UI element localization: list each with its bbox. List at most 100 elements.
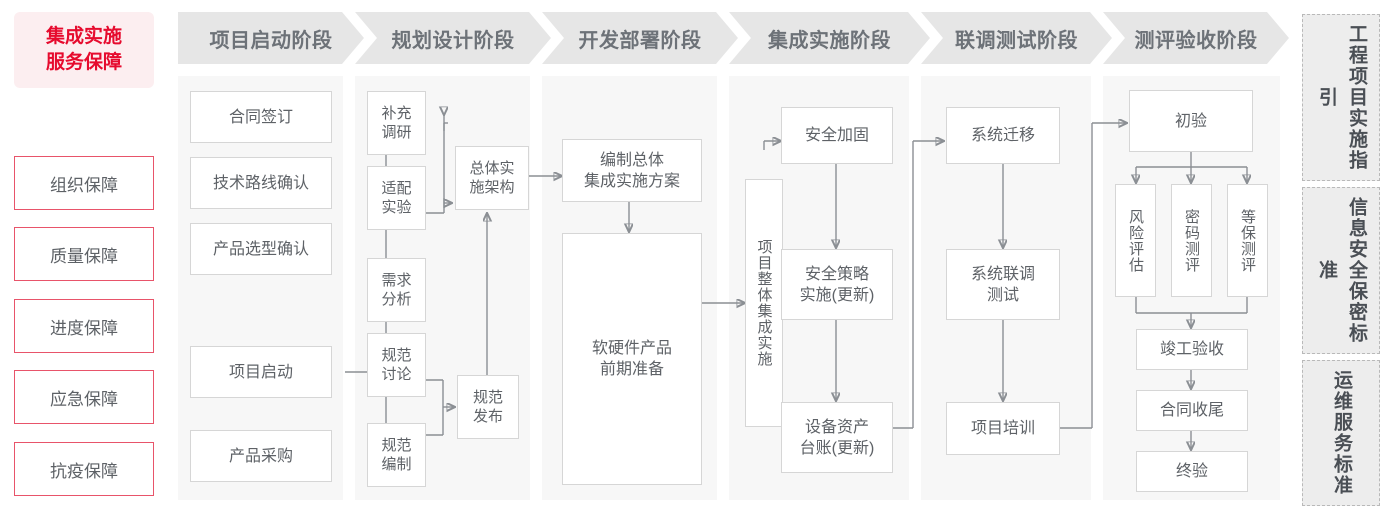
node-label: 合同签订 [228, 108, 293, 126]
guarantee-item-schedule[interactable]: 进度保障 [14, 299, 154, 353]
node-label: 项目启动 [228, 363, 293, 381]
phase-header-label: 开发部署阶段 [578, 29, 702, 52]
node-preliminary-acceptance[interactable]: 初验 [1129, 90, 1253, 152]
phase-header-label: 项目启动阶段 [209, 29, 333, 52]
node-label: 系统迁移 [970, 127, 1035, 144]
node-label: 安全加固 [804, 127, 869, 144]
node-system-migration[interactable]: 系统迁移 [946, 107, 1060, 164]
node-label: 技术路线确认 [212, 174, 309, 192]
node-label: 项目培训 [970, 420, 1035, 437]
node-label-line1: 编制总体 [599, 151, 664, 169]
standard-label: 工程项目实施指引 [1316, 24, 1367, 171]
node-product-selection-confirm[interactable]: 产品选型确认 [190, 223, 332, 275]
node-mlps-evaluation[interactable]: 等保测评 [1227, 184, 1268, 297]
phase-header-label: 联调测试阶段 [955, 29, 1078, 52]
node-overall-implementation-architecture[interactable]: 总体实 施架构 [455, 146, 529, 210]
node-label-line2: 讨论 [381, 366, 412, 383]
node-security-policy-implementation[interactable]: 安全策略 实施(更新) [781, 249, 893, 320]
node-label-line1: 补充 [381, 105, 412, 122]
node-label-line1: 规范 [381, 437, 412, 454]
node-label: 产品采购 [228, 447, 293, 465]
standard-label: 运维服务标准 [1331, 370, 1352, 496]
standard-card-infosec-confidentiality[interactable]: 信息安全保密标准 [1302, 187, 1380, 354]
node-supplementary-research[interactable]: 补充 调研 [367, 91, 426, 155]
node-completion-acceptance[interactable]: 竣工验收 [1136, 329, 1248, 370]
phase-header-label: 规划设计阶段 [391, 29, 515, 52]
phase-header-integration[interactable]: 集成实施阶段 [729, 12, 930, 64]
guarantee-item-label: 抗疫保障 [50, 461, 118, 481]
phase-header-acceptance[interactable]: 测评验收阶段 [1103, 12, 1289, 64]
node-label-line1: 需求 [381, 272, 412, 289]
guarantee-item-epidemic[interactable]: 抗疫保障 [14, 442, 154, 496]
node-final-acceptance[interactable]: 终验 [1136, 451, 1248, 492]
node-risk-assessment[interactable]: 风险评估 [1115, 184, 1156, 297]
phase-header-label: 测评验收阶段 [1134, 29, 1258, 52]
guarantee-item-label: 组织保障 [50, 175, 118, 195]
guarantee-title-line2: 服务保障 [45, 52, 122, 73]
node-product-procurement[interactable]: 产品采购 [190, 430, 332, 482]
node-label-line2: 分析 [381, 291, 412, 308]
node-label-line2: 台账(更新) [799, 439, 875, 457]
standard-card-om-service[interactable]: 运维服务标准 [1302, 360, 1380, 506]
guarantee-item-label: 应急保障 [50, 389, 118, 409]
node-adaptation-experiment[interactable]: 适配 实验 [367, 166, 426, 230]
node-label-line1: 总体实 [469, 160, 515, 177]
node-label-line1: 系统联调 [970, 265, 1035, 283]
node-asset-ledger-update[interactable]: 设备资产 台账(更新) [781, 402, 893, 473]
node-label-line1: 适配 [381, 180, 412, 197]
node-label: 项目整体集成实施 [755, 239, 773, 367]
phase-header-startup[interactable]: 项目启动阶段 [178, 12, 364, 64]
node-label-line1: 设备资产 [804, 418, 869, 436]
node-hardware-software-preparation[interactable]: 软硬件产品 前期准备 [562, 233, 702, 485]
node-label-line2: 实验 [381, 199, 412, 216]
node-label: 风险评估 [1127, 208, 1144, 273]
standard-label: 信息安全保密标准 [1316, 197, 1367, 344]
node-spec-release[interactable]: 规范 发布 [457, 375, 519, 439]
node-project-training[interactable]: 项目培训 [946, 402, 1060, 455]
node-label-line2: 前期准备 [599, 361, 664, 378]
node-label-line1: 软硬件产品 [591, 340, 672, 357]
node-draft-overall-integration-plan[interactable]: 编制总体 集成实施方案 [562, 139, 702, 202]
guarantee-title-card: 集成实施 服务保障 [14, 12, 154, 88]
node-tech-route-confirm[interactable]: 技术路线确认 [190, 157, 332, 209]
phase-header-joint-test[interactable]: 联调测试阶段 [921, 12, 1112, 64]
node-overall-project-integration[interactable]: 项目整体集成实施 [745, 179, 783, 427]
node-cryptography-evaluation[interactable]: 密码测评 [1171, 184, 1212, 297]
node-label-line2: 调研 [381, 124, 412, 141]
node-spec-discussion[interactable]: 规范 讨论 [367, 333, 426, 397]
phase-header-development[interactable]: 开发部署阶段 [542, 12, 738, 64]
node-label: 等保测评 [1239, 208, 1256, 273]
node-label-line2: 测试 [986, 286, 1019, 304]
node-label-line1: 安全策略 [804, 265, 869, 283]
node-spec-drafting[interactable]: 规范 编制 [367, 423, 426, 487]
node-security-hardening[interactable]: 安全加固 [781, 107, 893, 164]
guarantee-item-emergency[interactable]: 应急保障 [14, 370, 154, 424]
guarantee-item-quality[interactable]: 质量保障 [14, 227, 154, 281]
node-project-kickoff[interactable]: 项目启动 [190, 346, 332, 398]
phase-header-label: 集成实施阶段 [768, 29, 891, 52]
node-label-line2: 编制 [381, 456, 412, 473]
node-label: 产品选型确认 [212, 240, 309, 258]
node-label: 终验 [1175, 463, 1208, 480]
guarantee-title-line1: 集成实施 [45, 26, 122, 47]
node-label: 竣工验收 [1159, 341, 1224, 358]
node-contract-signing[interactable]: 合同签订 [190, 91, 332, 143]
node-contract-closeout[interactable]: 合同收尾 [1136, 390, 1248, 431]
standard-card-engineering-guideline[interactable]: 工程项目实施指引 [1302, 14, 1380, 181]
node-label-line2: 发布 [472, 408, 503, 425]
guarantee-item-label: 进度保障 [50, 318, 118, 338]
node-label: 初验 [1174, 112, 1207, 130]
node-label-line2: 集成实施方案 [583, 172, 680, 190]
node-label: 密码测评 [1183, 208, 1200, 273]
node-requirement-analysis[interactable]: 需求 分析 [367, 258, 426, 322]
guarantee-item-organization[interactable]: 组织保障 [14, 156, 154, 210]
node-label: 合同收尾 [1159, 402, 1224, 419]
node-label-line2: 施架构 [469, 179, 515, 196]
node-label-line1: 规范 [472, 389, 503, 406]
phase-panel-startup [178, 76, 343, 500]
phase-header-planning[interactable]: 规划设计阶段 [355, 12, 551, 64]
node-system-joint-debug-test[interactable]: 系统联调 测试 [946, 249, 1060, 320]
node-label-line2: 实施(更新) [799, 286, 875, 304]
guarantee-item-label: 质量保障 [50, 246, 118, 266]
